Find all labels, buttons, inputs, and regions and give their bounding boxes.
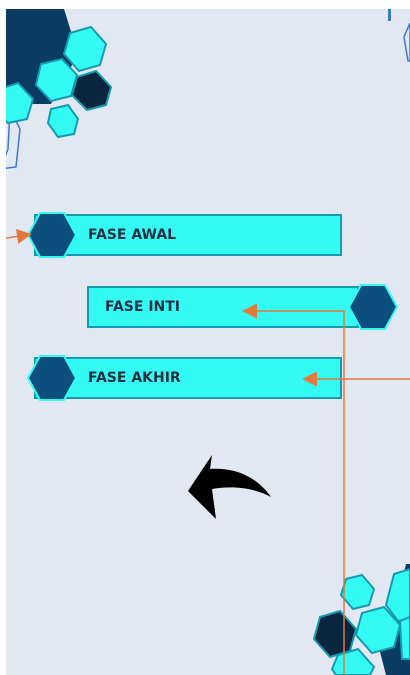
menu-item-label: FASE AWAL	[88, 227, 177, 243]
curved-back-arrow-icon[interactable]	[186, 455, 276, 525]
menu-item-label: FASE AKHIR	[88, 370, 181, 386]
menu-item-fase-akhir[interactable]: FASE AKHIR	[34, 357, 342, 399]
hexagon-cluster-top-left	[6, 9, 113, 170]
hexagon-bullet-icon	[26, 355, 78, 401]
menu-item-label: FASE INTI	[105, 299, 180, 315]
menu-item-fase-inti[interactable]: FASE INTI	[87, 286, 359, 328]
hexagon-bullet-icon	[347, 284, 399, 330]
hexagon-bullet-icon	[26, 212, 78, 258]
menu-item-fase-awal[interactable]: FASE AWAL	[34, 214, 342, 256]
slide-canvas: FASE AWAL FASE INTI FASE AKHIR	[6, 9, 410, 675]
